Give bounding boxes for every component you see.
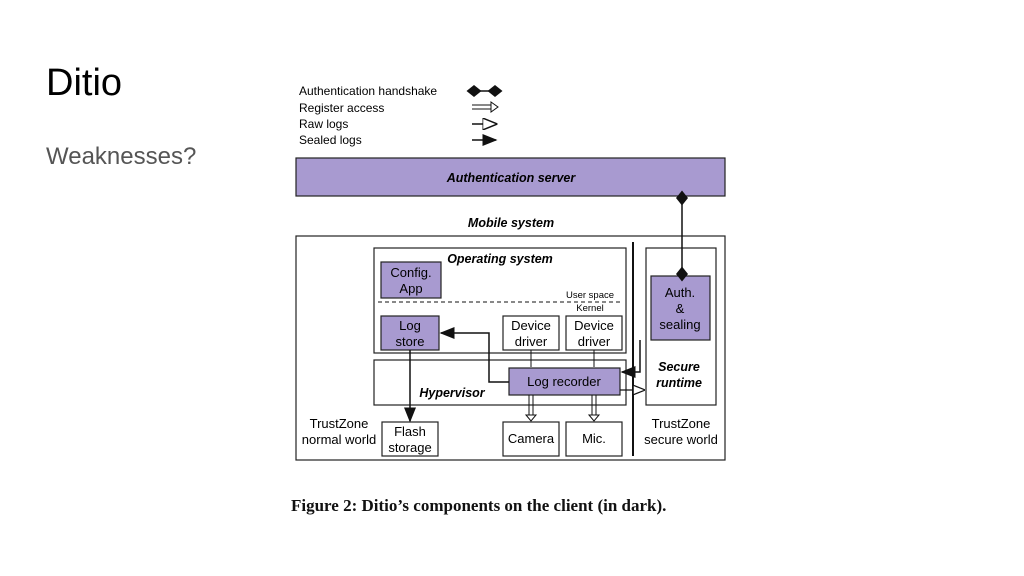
camera-label: Camera (508, 431, 555, 446)
hypervisor-box (373, 359, 627, 406)
trustzone-normal-label-1: TrustZone (310, 416, 369, 431)
register-access-camera (524, 395, 538, 422)
operating-system-box (373, 247, 627, 354)
secure-runtime-label-2: runtime (656, 376, 702, 390)
auth-sealing-box (650, 275, 711, 341)
flash-storage-box (381, 421, 439, 457)
slide-title: Ditio (46, 62, 123, 104)
device-driver-1-label-1: Device (511, 318, 551, 333)
mobile-system-box (295, 235, 726, 461)
mic-label: Mic. (582, 431, 606, 446)
legend-label-sealed-logs: Sealed logs (299, 133, 362, 147)
camera-box (502, 421, 560, 457)
legend-label-register: Register access (299, 101, 384, 115)
user-space-label: User space (566, 290, 614, 301)
trustzone-normal-label-2: normal world (302, 432, 376, 447)
auth-sealing-label-1: Auth. (665, 285, 695, 300)
legend-label-raw-logs: Raw logs (299, 117, 348, 131)
flash-storage-label-2: storage (388, 440, 431, 455)
device-driver-2-label-2: driver (578, 334, 611, 349)
auth-server-box (295, 157, 726, 197)
log-store-box (380, 315, 440, 351)
mic-box (565, 421, 623, 457)
config-app-label-2: App (399, 281, 422, 296)
log-store-label-1: Log (399, 318, 421, 333)
device-driver-2-label-1: Device (574, 318, 614, 333)
device-driver-1-box (502, 315, 560, 351)
register-access-mic (587, 395, 601, 422)
log-recorder-label: Log recorder (527, 374, 601, 389)
legend: Authentication handshake Register access… (299, 84, 503, 147)
config-app-label-1: Config. (390, 265, 431, 280)
sealing-to-recorder-arrow (620, 340, 641, 378)
legend-label-handshake: Authentication handshake (299, 84, 437, 98)
legend-register-arrow (472, 101, 499, 113)
operating-system-label: Operating system (447, 252, 553, 266)
auth-sealing-label-2: & (676, 301, 685, 316)
recorder-to-logstore-arrow (439, 327, 509, 383)
log-store-label-2: store (396, 334, 425, 349)
config-app-box (380, 261, 442, 299)
figure-caption: Figure 2: Ditio’s components on the clie… (291, 496, 667, 515)
flash-storage-label-1: Flash (394, 424, 426, 439)
slide-subtitle: Weaknesses? (46, 143, 197, 170)
trustzone-secure-label-1: TrustZone (652, 416, 711, 431)
device-driver-1-label-2: driver (515, 334, 548, 349)
auth-sealing-label-3: sealing (659, 317, 700, 332)
trustzone-secure-label-2: secure world (644, 432, 718, 447)
secure-runtime-label-1: Secure (658, 360, 700, 374)
mobile-system-label: Mobile system (468, 216, 554, 230)
kernel-label: Kernel (576, 303, 603, 314)
hypervisor-label: Hypervisor (419, 386, 485, 400)
auth-server-label: Authentication server (446, 171, 577, 185)
